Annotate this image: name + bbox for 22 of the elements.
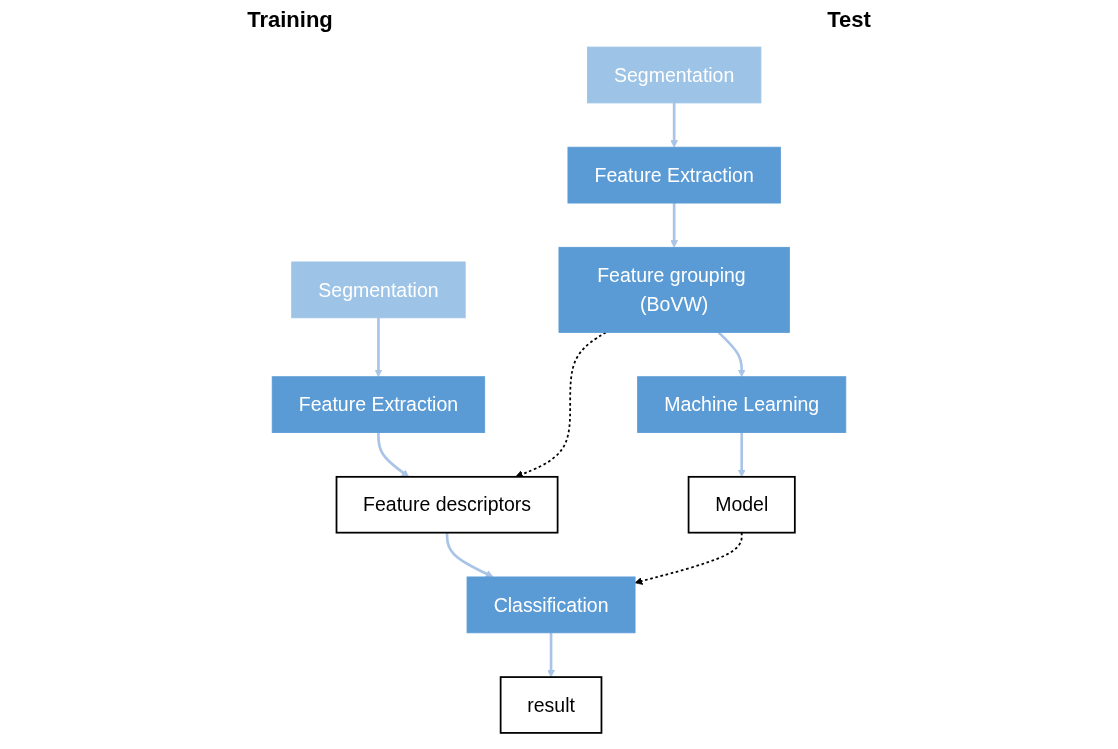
arrow xyxy=(737,432,746,478)
node-box: Segmentation xyxy=(587,46,762,104)
arrow xyxy=(515,331,607,478)
node-box: result xyxy=(499,676,603,734)
arrow xyxy=(717,331,746,378)
arrow xyxy=(547,632,555,678)
node-box: Segmentation xyxy=(291,261,466,319)
arrow xyxy=(377,432,410,478)
node-box: Feature grouping (BoVW) xyxy=(558,246,790,333)
column-heading: Test xyxy=(827,7,871,33)
arrow xyxy=(445,532,494,578)
arrow xyxy=(670,102,679,148)
node-box: Machine Learning xyxy=(637,376,847,433)
arrow xyxy=(670,203,679,248)
node-box: Classification xyxy=(466,576,636,634)
node-box: Model xyxy=(687,475,796,534)
node-box: Feature Extraction xyxy=(271,376,486,433)
column-heading: Training xyxy=(247,7,333,33)
node-box: Feature Extraction xyxy=(567,146,781,204)
arrow xyxy=(634,531,743,585)
arrow xyxy=(374,317,383,378)
node-box: Feature descriptors xyxy=(335,475,559,534)
